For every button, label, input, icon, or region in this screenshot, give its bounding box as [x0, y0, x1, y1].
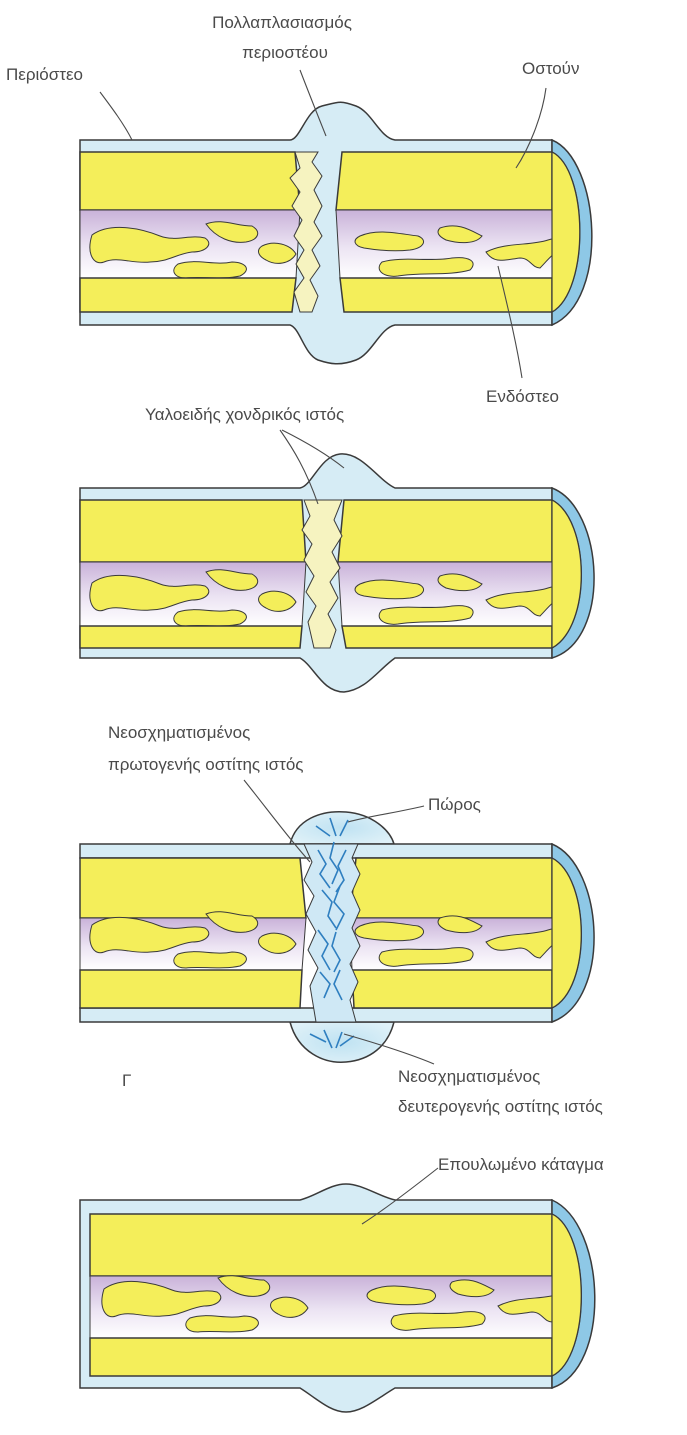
callus-lower-c — [290, 1022, 394, 1062]
label-hyaline-cartilage: Υαλοειδής χονδρικός ιστός — [145, 405, 344, 424]
bone-upper-left-c — [80, 858, 306, 918]
label-bone: Οστούν — [522, 59, 579, 78]
label-endosteum: Ενδόστεο — [486, 387, 559, 406]
bone-lower-left-c — [80, 970, 302, 1008]
bone-upper-right-b — [338, 500, 552, 562]
label-secondary-line2: δευτερογενής οστίτης ιστός — [398, 1097, 603, 1116]
label-primary-line2: πρωτογενής οστίτης ιστός — [108, 755, 303, 774]
bone-lower-right-c — [352, 970, 552, 1008]
bone-lower-left-b — [80, 626, 302, 648]
bone-lower-right-b — [342, 626, 552, 648]
label-secondary-line1: Νεοσχηματισμένος — [398, 1067, 540, 1086]
bone-upper-right-c — [350, 858, 552, 918]
panel-d — [80, 1184, 595, 1412]
bone-upper-left-b — [80, 500, 306, 562]
label-proliferation-line1: Πολλαπλασιασμός — [212, 13, 352, 32]
panel-c — [80, 812, 594, 1062]
callus-core-c — [304, 844, 360, 1022]
bone-lower-d — [90, 1338, 552, 1376]
bone-lower-left-a — [80, 278, 296, 312]
bone-lower-right-a — [340, 278, 552, 312]
panel-b — [80, 454, 594, 692]
bone-upper-left-a — [80, 152, 300, 210]
bone-upper-d — [90, 1214, 552, 1276]
label-primary-line1: Νεοσχηματισμένος — [108, 723, 250, 742]
label-callus: Πώρος — [428, 795, 481, 814]
panel-a — [80, 102, 592, 364]
bone-upper-right-a — [336, 152, 552, 210]
label-healed-fracture: Επουλωμένο κάταγμα — [438, 1155, 604, 1174]
label-stage-letter: Γ — [122, 1071, 131, 1090]
label-periosteum: Περιόστεο — [6, 65, 83, 84]
label-proliferation-line2: περιοστέου — [242, 43, 328, 62]
callus-upper-c — [290, 812, 394, 844]
